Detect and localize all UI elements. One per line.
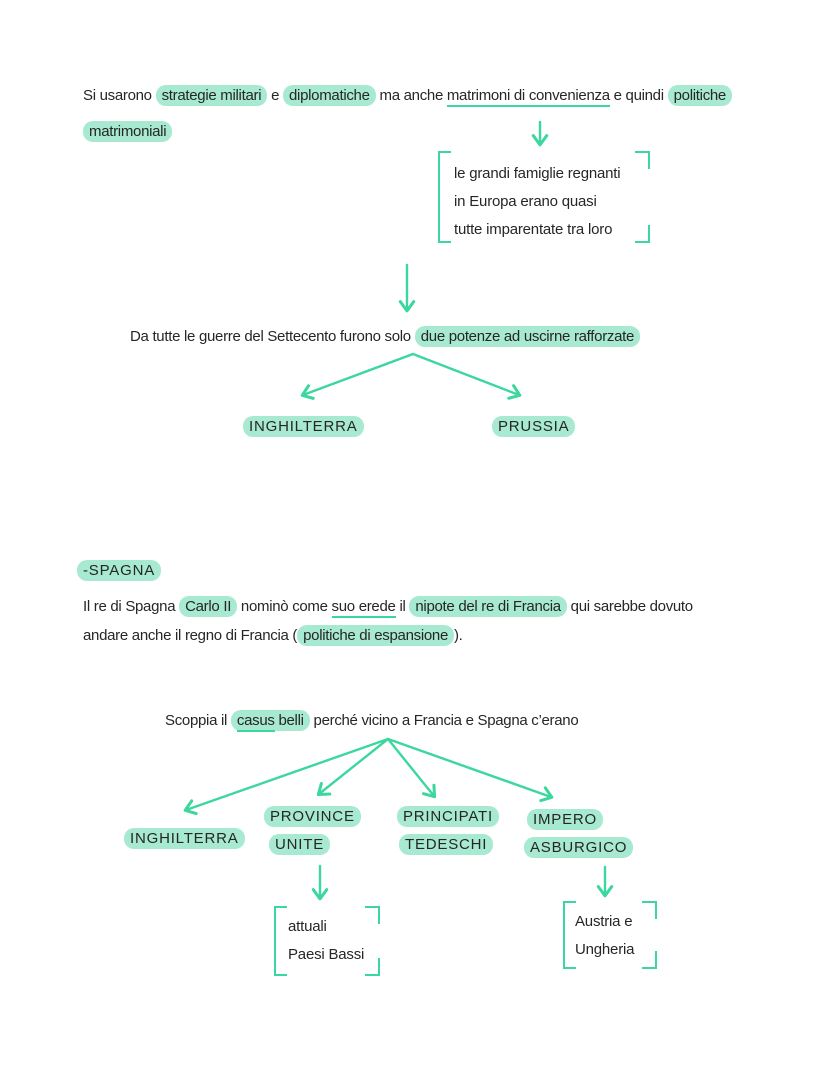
family-note-text: le grandi famiglie regnanti in Europa er… <box>438 151 650 253</box>
underline-suo-erede: suo erede <box>331 598 396 618</box>
powers-sentence: Da tutte le guerre del Settecento furono… <box>130 326 641 347</box>
casus-belli-sentence: Scoppia il casus belli perché vicino a F… <box>165 710 579 732</box>
arrow-to-inghilterra-bottom-icon <box>183 737 390 816</box>
austria-note-box: Austria e Ungheria <box>563 901 657 969</box>
highlight-due-potenze: due potenze ad uscirne rafforzate <box>414 326 641 347</box>
label-asburgico: ASBURGICO <box>524 837 634 858</box>
label-prussia: PRUSSIA <box>492 416 576 437</box>
spain-text-2: nominò come <box>237 598 332 615</box>
intro-text-2: e <box>267 87 284 104</box>
right-bracket-bottom-icon <box>635 225 650 243</box>
label-unite: UNITE <box>269 834 330 855</box>
left-bracket-icon <box>563 901 576 969</box>
highlight-casus-belli: casus belli <box>230 710 310 732</box>
intro-line-2: matrimoniali <box>83 120 732 144</box>
intro-text-1: Si usarono <box>83 87 156 104</box>
intro-text-3: ma anche <box>375 87 447 104</box>
label-impero: IMPERO <box>527 809 603 830</box>
spain-text-6: ). <box>453 627 463 644</box>
spain-text-1: Il re di Spagna <box>83 598 180 615</box>
casus-text-1: Scoppia il <box>165 712 231 729</box>
austria-note-text: Austria e Ungheria <box>563 901 657 971</box>
highlight-principati: PRINCIPATI <box>397 806 499 827</box>
left-bracket-icon <box>274 906 287 976</box>
spain-paragraph: Il re di Spagna Carlo II nominò come suo… <box>83 596 693 647</box>
label-principati: PRINCIPATI <box>397 806 499 827</box>
underline-casus: casus <box>236 712 275 732</box>
label-inghilterra-top: INGHILTERRA <box>243 416 364 437</box>
netherlands-note-line-1: attuali <box>288 918 327 935</box>
intro-text-4: e quindi <box>609 87 668 104</box>
arrow-to-impero-asburgico-icon <box>386 737 554 803</box>
label-tedeschi: TEDESCHI <box>399 834 494 855</box>
casus-belli-rest: belli <box>274 712 304 729</box>
highlight-inghilterra-bottom: INGHILTERRA <box>124 828 245 849</box>
highlight-province: PROVINCE <box>264 806 361 827</box>
highlight-tedeschi: TEDESCHI <box>399 834 494 855</box>
intro-line-1: Si usarono strategie militari e diplomat… <box>83 84 732 108</box>
spain-text-5: andare anche il regno di Francia ( <box>83 627 298 644</box>
netherlands-note-line-2: Paesi Bassi <box>288 946 365 963</box>
highlight-politiche-espansione: politiche di espansione <box>297 625 454 646</box>
left-bracket-icon <box>438 151 451 243</box>
underline-matrimoni-di-convenienza: matrimoni di convenienza <box>446 87 610 107</box>
highlight-inghilterra-top: INGHILTERRA <box>243 416 364 437</box>
highlight-spagna: -SPAGNA <box>77 560 162 581</box>
right-bracket-top-icon <box>642 901 657 919</box>
austria-note-line-2: Ungheria <box>575 941 635 958</box>
highlight-asburgico: ASBURGICO <box>524 837 634 858</box>
highlight-prussia: PRUSSIA <box>492 416 576 437</box>
netherlands-note-text: attuali Paesi Bassi <box>274 906 380 976</box>
spain-line-1: Il re di Spagna Carlo II nominò come suo… <box>83 596 693 618</box>
spain-text-4: qui sarebbe dovuto <box>566 598 694 615</box>
right-bracket-top-icon <box>365 906 380 924</box>
highlight-politiche: politiche <box>667 85 732 106</box>
family-note-box: le grandi famiglie regnanti in Europa er… <box>438 151 650 243</box>
intro-paragraph: Si usarono strategie militari e diplomat… <box>83 84 732 144</box>
spain-text-3: il <box>395 598 410 615</box>
right-bracket-bottom-icon <box>365 958 380 976</box>
family-note-line-1: le grandi famiglie regnanti <box>454 165 621 182</box>
right-bracket-bottom-icon <box>642 951 657 969</box>
highlight-unite: UNITE <box>269 834 330 855</box>
spain-header: -SPAGNA <box>77 560 162 581</box>
highlight-strategie-militari: strategie militari <box>155 85 268 106</box>
right-bracket-top-icon <box>635 151 650 169</box>
highlight-matrimoniali: matrimoniali <box>83 121 173 142</box>
arrow-to-principati-tedeschi-icon <box>386 737 437 799</box>
family-note-line-3: tutte imparentate tra loro <box>454 221 613 238</box>
highlight-carlo-ii: Carlo II <box>179 596 238 617</box>
powers-text-1: Da tutte le guerre del Settecento furono… <box>130 328 415 345</box>
austria-note-line-1: Austria e <box>575 913 633 930</box>
highlight-diplomatiche: diplomatiche <box>283 85 376 106</box>
arrow-to-prussia-icon <box>411 352 522 400</box>
highlight-nipote-re-francia: nipote del re di Francia <box>409 596 567 617</box>
netherlands-note-box: attuali Paesi Bassi <box>274 906 380 976</box>
label-inghilterra-bottom: INGHILTERRA <box>124 828 245 849</box>
family-note-line-2: in Europa erano quasi <box>454 193 597 210</box>
highlight-impero: IMPERO <box>527 809 603 830</box>
spain-line-2: andare anche il regno di Francia (politi… <box>83 625 693 647</box>
casus-text-2: perché vicino a Francia e Spagna c’erano <box>309 712 579 729</box>
label-province: PROVINCE <box>264 806 361 827</box>
arrow-to-province-unite-icon <box>316 737 390 797</box>
arrow-to-inghilterra-icon <box>300 352 415 400</box>
